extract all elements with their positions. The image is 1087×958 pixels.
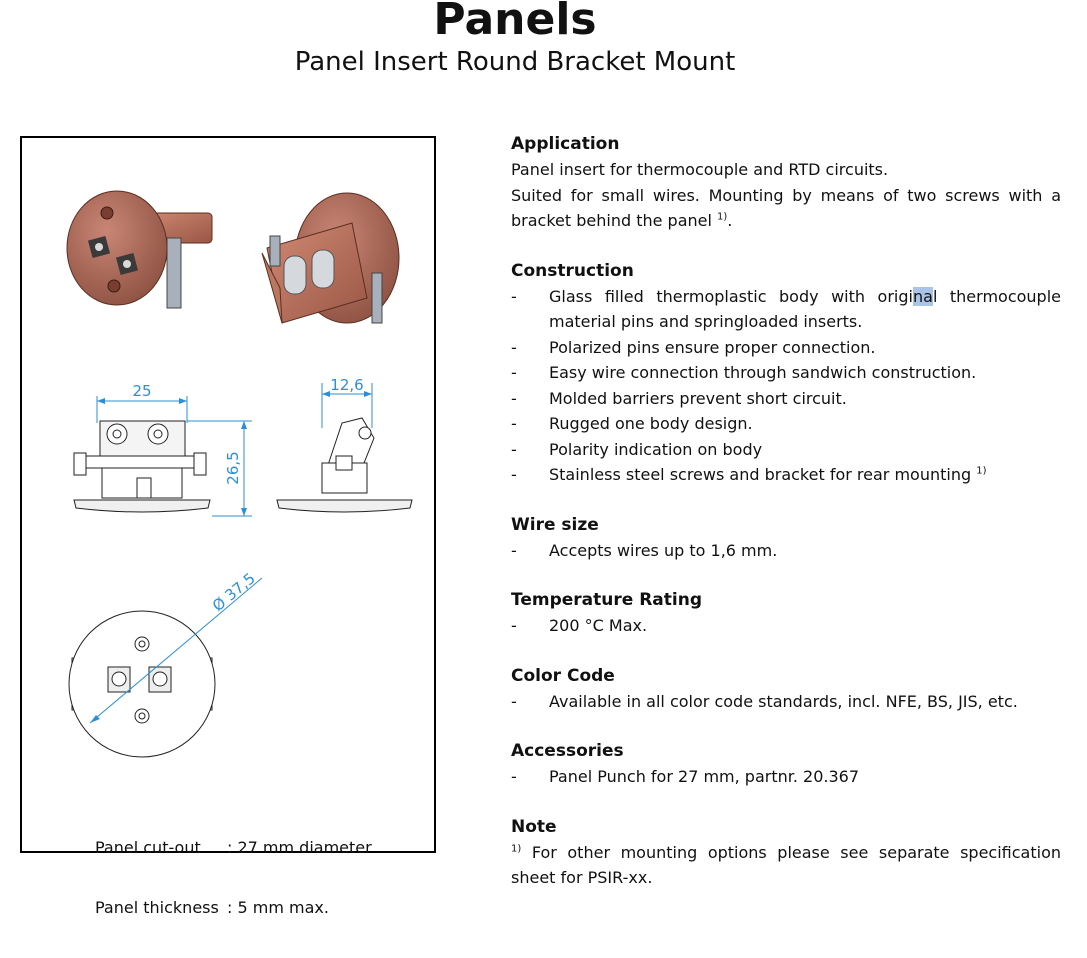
application-line-2-end: . [727,211,733,230]
note-heading: Note [511,816,557,837]
temperature-section: Temperature Rating 200 °C Max. [511,588,1061,639]
page-subtitle: Panel Insert Round Bracket Mount [294,47,736,77]
dim-height-label: 26,5 [224,451,242,484]
construction-list: Glass filled thermoplastic body with ori… [511,284,1061,488]
footnote-ref: 1) [717,211,728,223]
product-drawings: 25 12,6 26,5 Ø 37,5 [66,190,413,758]
application-line-2-text: Suited for small wires. Mounting by mean… [511,185,1061,231]
wire-size-list: Accepts wires up to 1,6 mm. [511,538,1061,564]
list-item: Polarized pins ensure proper connection. [511,335,1061,361]
footnote-marker: 1) [511,843,522,855]
panel-specs: Panel cut-out : 27 mm diameter Panel thic… [95,798,372,958]
application-line-2: Suited for small wires. Mounting by mean… [511,183,1061,234]
product-figure: 25 12,6 26,5 Ø 37,5 Panel cut-out : 27 mm… [20,136,436,917]
round-view-drawing [68,577,263,758]
spec-text-column: Application Panel insert for thermocoupl… [511,132,1061,916]
wire-size-section: Wire size Accepts wires up to 1,6 mm. [511,513,1061,564]
temperature-list: 200 °C Max. [511,613,1061,639]
wire-size-heading: Wire size [511,514,599,535]
list-item: Available in all color code standards, i… [511,689,1061,715]
dim-width-label: 25 [132,382,151,400]
note-text: 1) For other mounting options please see… [511,840,1061,891]
footnote-ref: 1) [976,465,987,477]
list-item: Molded barriers prevent short circuit. [511,386,1061,412]
accessories-list: Panel Punch for 27 mm, partnr. 20.367 [511,764,1061,790]
color-code-section: Color Code Available in all color code s… [511,664,1061,715]
side-dimension-drawing [276,383,413,513]
construction-item-7: Stainless steel screws and bracket for r… [549,465,972,484]
color-code-list: Available in all color code standards, i… [511,689,1061,715]
construction-section: Construction Glass filled thermoplastic … [511,259,1061,488]
cutout-label: Panel cut-out [95,838,201,857]
accessories-section: Accessories Panel Punch for 27 mm, partn… [511,739,1061,790]
list-item: Polarity indication on body [511,437,1061,463]
thickness-label: Panel thickness [95,898,219,917]
insert-rear-3d-view [261,192,400,324]
construction-heading: Construction [511,260,634,281]
list-item: Easy wire connection through sandwich co… [511,360,1061,386]
cutout-value: : 27 mm diameter [227,838,372,857]
list-item: Stainless steel screws and bracket for r… [511,462,1061,488]
insert-front-3d-view [66,190,213,309]
front-dimension-drawing [73,396,252,517]
note-section: Note 1) For other mounting options pleas… [511,815,1061,891]
list-item: Rugged one body design. [511,411,1061,437]
note-body: For other mounting options please see se… [511,842,1061,888]
accessories-heading: Accessories [511,741,624,761]
temperature-heading: Temperature Rating [511,590,702,610]
dim-diameter-label: Ø 37,5 [209,569,259,615]
text-selection-highlight: na [912,286,933,306]
construction-item-1a: Glass filled thermoplastic body with ori… [549,286,913,306]
construction-item-1b: l thermocouple material pins and springl… [549,286,1061,332]
application-heading: Application [511,134,620,154]
application-section: Application Panel insert for thermocoupl… [511,132,1061,234]
application-line-1: Panel insert for thermocouple and RTD ci… [511,160,889,179]
list-item: Panel Punch for 27 mm, partnr. 20.367 [511,764,1061,790]
page-title: Panels [433,0,597,45]
list-item: 200 °C Max. [511,613,1061,639]
list-item: Accepts wires up to 1,6 mm. [511,538,1061,564]
dim-depth-label: 12,6 [330,376,363,394]
color-code-heading: Color Code [511,665,615,686]
thickness-value: : 5 mm max. [227,898,329,917]
list-item: Glass filled thermoplastic body with ori… [511,284,1061,335]
